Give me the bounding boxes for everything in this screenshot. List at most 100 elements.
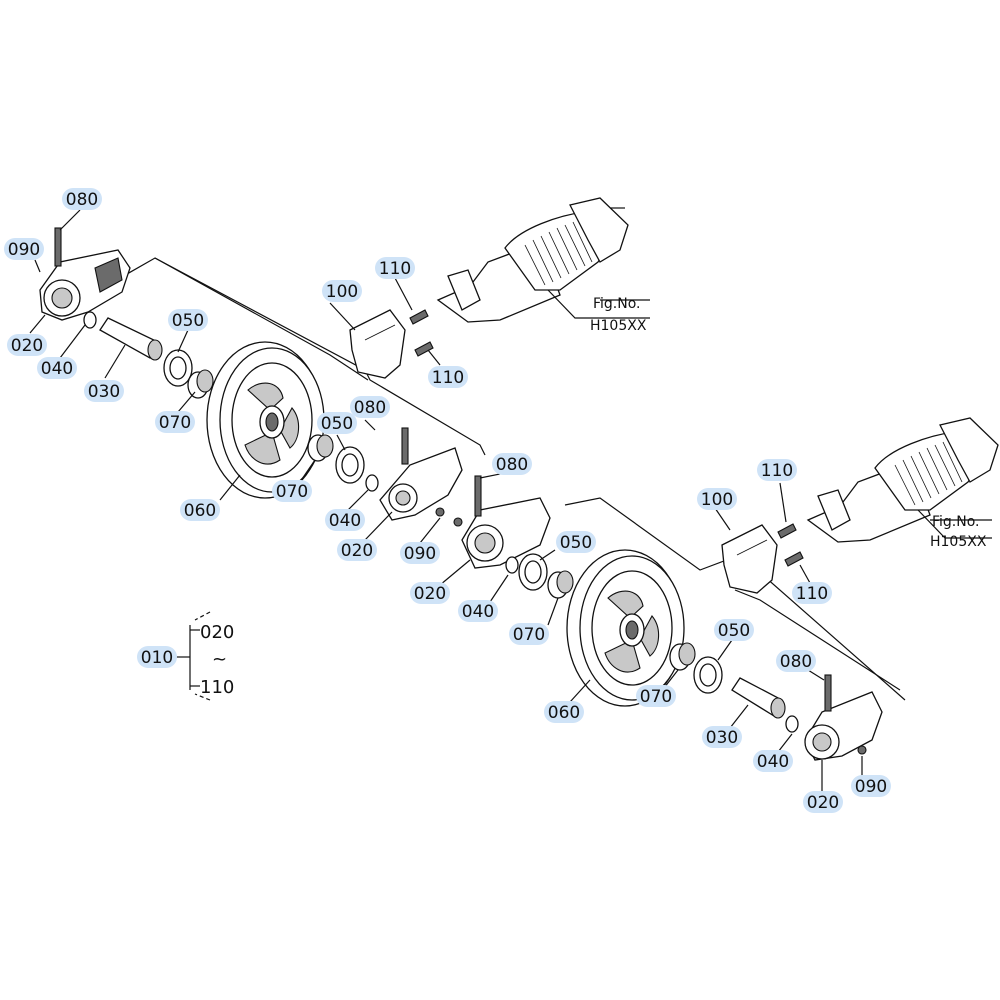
- pin-030-lower: [731, 677, 786, 719]
- seal-050-center: [335, 446, 365, 484]
- svg-text:070: 070: [276, 482, 308, 502]
- pin-030-upper: [99, 317, 163, 361]
- callout[interactable]: 030: [702, 726, 742, 748]
- svg-text:080: 080: [354, 398, 386, 418]
- bushing-070-mid: [547, 570, 574, 599]
- callout[interactable]: 040: [325, 509, 365, 531]
- figure-ref-right: Fig.No. H105XX: [930, 514, 987, 550]
- callout[interactable]: 070: [636, 685, 676, 707]
- svg-text:080: 080: [496, 455, 528, 475]
- svg-text:070: 070: [640, 687, 672, 707]
- bolt-090-lower: [857, 745, 867, 755]
- group-outline-lines: [119, 257, 906, 701]
- svg-text:050: 050: [172, 311, 204, 331]
- callout[interactable]: 080: [776, 650, 816, 672]
- svg-text:100: 100: [701, 490, 733, 510]
- figure-caption: Fig.No.: [932, 514, 980, 530]
- callout[interactable]: 060: [544, 701, 584, 723]
- callout[interactable]: 070: [509, 623, 549, 645]
- callout-labels: 080 090 020 040 030 050 070 060 100 110 …: [4, 188, 891, 813]
- svg-text:110: 110: [379, 259, 411, 279]
- callout[interactable]: 040: [37, 357, 77, 379]
- callout[interactable]: 070: [272, 480, 312, 502]
- callout[interactable]: 090: [851, 775, 891, 797]
- o-ring-040-lower: [785, 715, 799, 733]
- callout[interactable]: 010: [137, 646, 177, 668]
- o-ring-040: [83, 311, 97, 329]
- callout[interactable]: 080: [62, 188, 102, 210]
- callout[interactable]: 100: [697, 488, 737, 510]
- figure-number: H105XX: [590, 318, 647, 334]
- seal-050-lower: [693, 656, 723, 694]
- callout[interactable]: 030: [84, 380, 124, 402]
- callout[interactable]: 080: [350, 396, 390, 418]
- leader-lines: [29, 209, 863, 792]
- callout[interactable]: 090: [4, 238, 44, 260]
- range-separator: ~: [212, 649, 227, 670]
- range-start-label: 020: [200, 622, 234, 643]
- svg-text:040: 040: [329, 511, 361, 531]
- callout[interactable]: 110: [428, 366, 468, 388]
- callout[interactable]: 110: [375, 257, 415, 279]
- svg-text:070: 070: [513, 625, 545, 645]
- callout[interactable]: 050: [317, 412, 357, 434]
- bracket-020-lower: [804, 674, 883, 761]
- callout[interactable]: 060: [180, 499, 220, 521]
- callout[interactable]: 070: [155, 411, 195, 433]
- svg-text:110: 110: [796, 584, 828, 604]
- callout[interactable]: 100: [322, 280, 362, 302]
- svg-text:060: 060: [184, 501, 216, 521]
- bracket-020-mid: [461, 475, 551, 569]
- seal-050-upper: [163, 349, 193, 387]
- svg-text:040: 040: [41, 359, 73, 379]
- callout[interactable]: 090: [400, 542, 440, 564]
- callout[interactable]: 050: [168, 309, 208, 331]
- bolt-110-upper-b: [414, 341, 434, 357]
- svg-text:090: 090: [404, 544, 436, 564]
- cover-100-upper: [349, 309, 406, 379]
- o-ring-040-mid: [505, 556, 519, 574]
- svg-text:020: 020: [414, 584, 446, 604]
- svg-text:060: 060: [548, 703, 580, 723]
- svg-text:020: 020: [11, 336, 43, 356]
- svg-text:080: 080: [66, 190, 98, 210]
- idler-wheel-060-lower: [566, 549, 685, 707]
- callout[interactable]: 080: [492, 453, 532, 475]
- callout[interactable]: 050: [714, 619, 754, 641]
- bushing-070-center: [307, 434, 334, 462]
- callout[interactable]: 020: [7, 334, 47, 356]
- bolt-090-mid: [453, 517, 463, 527]
- callout[interactable]: 020: [337, 539, 377, 561]
- bolt-090-center: [435, 507, 445, 517]
- callout[interactable]: 110: [792, 582, 832, 604]
- bracket-020-upper-left: [39, 227, 131, 321]
- svg-text:050: 050: [718, 621, 750, 641]
- bolt-110-lower-b: [784, 551, 804, 567]
- track-frame-upper: [436, 197, 650, 323]
- svg-text:080: 080: [780, 652, 812, 672]
- callout[interactable]: 110: [757, 459, 797, 481]
- figure-ref-top: Fig.No. H105XX: [590, 296, 647, 334]
- svg-text:090: 090: [855, 777, 887, 797]
- svg-text:040: 040: [462, 602, 494, 622]
- callout[interactable]: 040: [753, 750, 793, 772]
- svg-text:090: 090: [8, 240, 40, 260]
- seal-050-mid: [518, 553, 548, 591]
- callout[interactable]: 020: [410, 582, 450, 604]
- svg-text:010: 010: [141, 648, 173, 668]
- track-frame-lower: [806, 417, 999, 543]
- cover-100-lower: [721, 524, 778, 594]
- svg-text:070: 070: [159, 413, 191, 433]
- svg-text:040: 040: [757, 752, 789, 772]
- svg-text:050: 050: [560, 533, 592, 553]
- callout[interactable]: 040: [458, 600, 498, 622]
- callout[interactable]: 020: [803, 791, 843, 813]
- svg-text:020: 020: [341, 541, 373, 561]
- callout[interactable]: 050: [556, 531, 596, 553]
- figure-number: H105XX: [930, 534, 987, 550]
- svg-text:030: 030: [88, 382, 120, 402]
- svg-text:020: 020: [807, 793, 839, 813]
- figure-caption: Fig.No.: [593, 296, 641, 312]
- o-ring-040-center: [365, 474, 379, 492]
- assembly-bracket: 020 ~ 110: [175, 611, 234, 701]
